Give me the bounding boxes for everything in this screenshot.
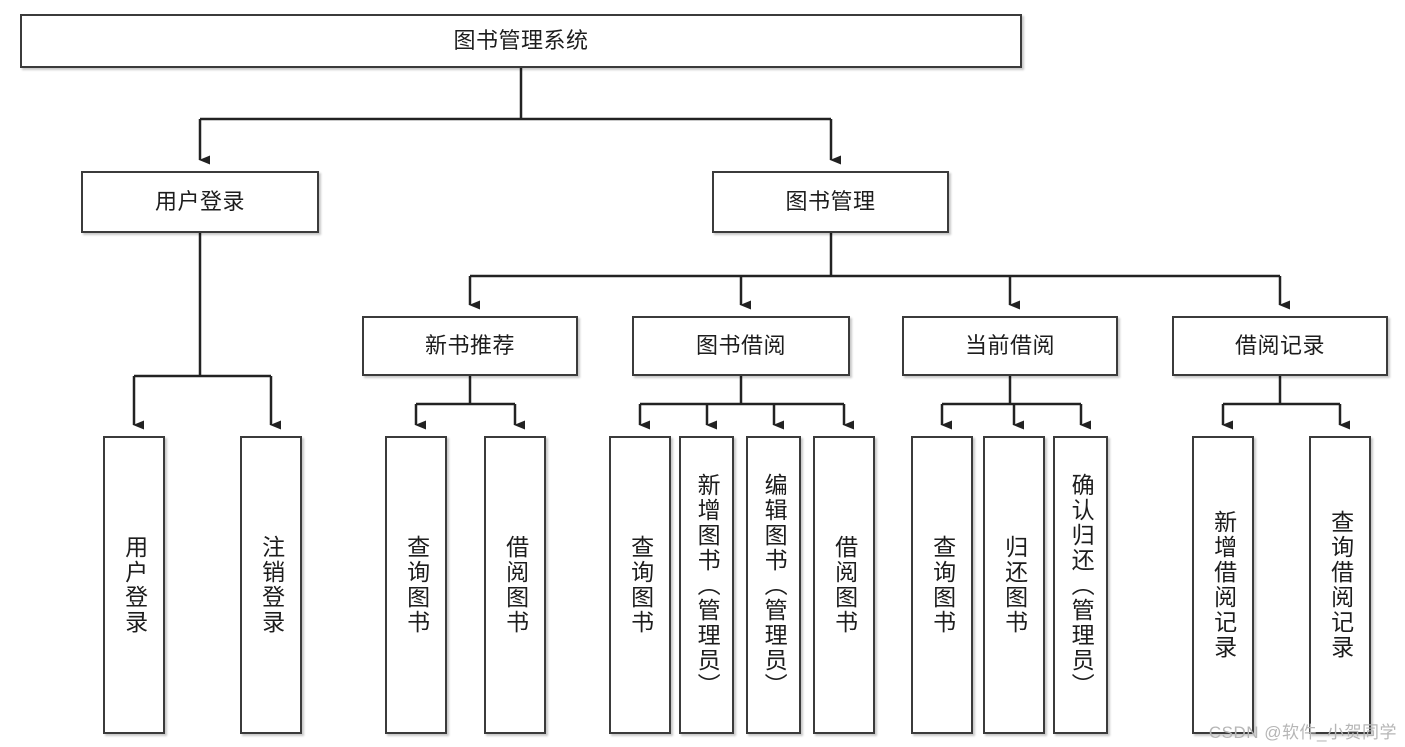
node-label: 图书借阅 [695, 333, 786, 359]
node-label: 查询借阅记录 [1327, 510, 1354, 660]
node-label: 归还图书 [1001, 535, 1028, 635]
node-label: 注销登录 [258, 535, 285, 635]
node-current[interactable]: 当前借阅 [902, 316, 1118, 376]
node-l-qrec[interactable]: 查询借阅记录 [1309, 436, 1371, 734]
node-label: 新增借阅记录 [1210, 510, 1237, 660]
node-l-qbook3[interactable]: 查询图书 [911, 436, 973, 734]
node-l-borrow1[interactable]: 借阅图书 [484, 436, 546, 734]
node-label: 借阅记录 [1234, 333, 1325, 359]
node-root[interactable]: 图书管理系统 [20, 14, 1022, 68]
node-l-qbook2[interactable]: 查询图书 [609, 436, 671, 734]
node-l-logout[interactable]: 注销登录 [240, 436, 302, 734]
node-label: 借阅图书 [831, 535, 858, 635]
node-l-qbook1[interactable]: 查询图书 [385, 436, 447, 734]
node-label: 用户登录 [154, 189, 245, 215]
node-label: 新增图书（管理员） [694, 472, 721, 698]
node-label: 确认归还（管理员） [1068, 472, 1095, 698]
node-label: 当前借阅 [964, 333, 1055, 359]
node-label: 图书管理 [785, 189, 876, 215]
node-l-login[interactable]: 用户登录 [103, 436, 165, 734]
node-label: 新书推荐 [424, 333, 515, 359]
node-newbook[interactable]: 新书推荐 [362, 316, 578, 376]
node-label: 图书管理系统 [453, 28, 589, 54]
node-label: 查询图书 [627, 535, 654, 635]
node-l-return[interactable]: 归还图书 [983, 436, 1045, 734]
node-label: 用户登录 [121, 535, 148, 635]
node-login[interactable]: 用户登录 [81, 171, 319, 233]
node-l-addbook[interactable]: 新增图书（管理员） [679, 436, 734, 734]
node-borrow[interactable]: 图书借阅 [632, 316, 850, 376]
node-l-borrow2[interactable]: 借阅图书 [813, 436, 875, 734]
node-label: 查询图书 [929, 535, 956, 635]
node-l-editbook[interactable]: 编辑图书（管理员） [746, 436, 801, 734]
watermark-label: CSDN @软件_小贺同学 [1208, 723, 1397, 742]
node-l-addrec[interactable]: 新增借阅记录 [1192, 436, 1254, 734]
node-bookmgmt[interactable]: 图书管理 [712, 171, 949, 233]
node-records[interactable]: 借阅记录 [1172, 316, 1388, 376]
node-label: 查询图书 [403, 535, 430, 635]
node-l-confirm[interactable]: 确认归还（管理员） [1053, 436, 1108, 734]
node-label: 编辑图书（管理员） [761, 472, 788, 698]
node-label: 借阅图书 [502, 535, 529, 635]
